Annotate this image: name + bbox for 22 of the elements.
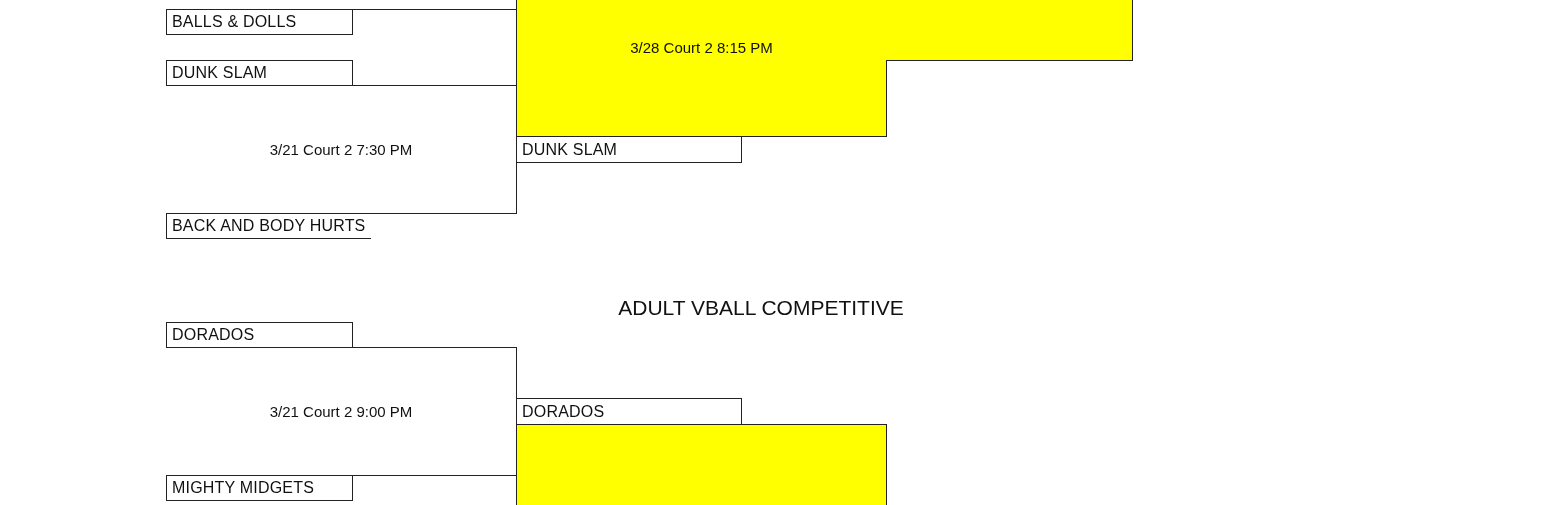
team-name: BACK AND BODY HURTS (172, 217, 366, 235)
match-time: 3/21 Court 2 9:00 PM (269, 403, 413, 420)
team-slot (166, 213, 372, 239)
team-name: BALLS & DOLLS (172, 13, 297, 31)
match-box (886, 0, 1133, 61)
team-slot (166, 475, 353, 501)
section-title: ADULT VBALL COMPETITIVE (618, 296, 904, 320)
bracket-line (352, 9, 517, 10)
team-name: DORADOS (522, 402, 605, 421)
team-name: DORADOS (172, 326, 255, 344)
match-time: 3/28 Court 2 8:15 PM (630, 38, 773, 56)
match-box (516, 424, 887, 505)
team-slot (516, 136, 742, 163)
team-slot (166, 322, 353, 348)
team-name: DUNK SLAM (172, 64, 268, 82)
team-name: DUNK SLAM (522, 140, 618, 159)
team-slot (166, 60, 353, 86)
match-box (516, 0, 887, 137)
team-name: MIGHTY MIDGETS (172, 479, 315, 497)
team-slot (166, 9, 353, 35)
team-slot (516, 398, 742, 425)
match-time: 3/21 Court 2 7:30 PM (269, 141, 413, 158)
